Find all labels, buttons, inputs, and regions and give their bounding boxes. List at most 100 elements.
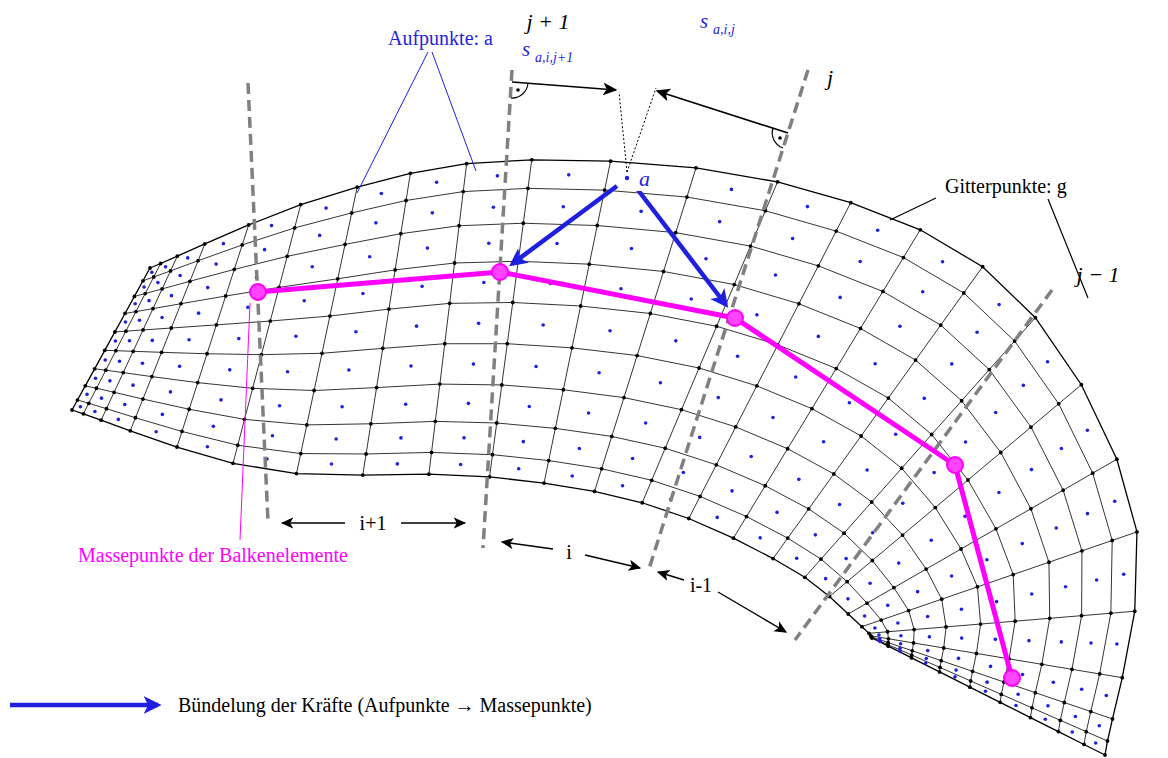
load-point <box>286 370 290 374</box>
load-point <box>219 398 223 402</box>
load-point <box>897 561 901 565</box>
grid-point <box>940 597 944 601</box>
grid-point <box>910 656 914 660</box>
grid-point <box>500 383 504 387</box>
load-point <box>659 381 663 385</box>
load-point <box>758 536 762 540</box>
grid-point <box>732 283 736 287</box>
section-label: j <box>827 66 833 90</box>
load-point <box>749 455 753 459</box>
load-point <box>865 468 869 472</box>
load-point <box>730 188 734 192</box>
grid-point <box>123 312 127 316</box>
grid-point <box>187 407 191 411</box>
grid-point <box>188 279 192 283</box>
grid-point <box>771 557 775 561</box>
grid-point <box>1029 507 1033 511</box>
load-point <box>795 556 799 560</box>
load-point <box>932 471 936 475</box>
load-point <box>1030 592 1034 596</box>
grid-point <box>81 412 85 416</box>
load-point <box>270 224 274 228</box>
load-point <box>964 440 968 444</box>
grid-point <box>443 342 447 346</box>
load-point <box>79 405 83 409</box>
grid-point <box>910 649 914 653</box>
load-point <box>1080 688 1084 692</box>
load-point <box>876 228 880 232</box>
load-point <box>1014 704 1018 708</box>
grid-point <box>810 407 814 411</box>
load-point <box>380 192 384 196</box>
load-point <box>1089 641 1093 645</box>
grid-point <box>83 384 87 388</box>
load-point <box>133 302 137 306</box>
load-point <box>814 533 818 537</box>
callout-label: Massepunkte der Balkenelemente <box>78 544 348 566</box>
grid-point <box>404 199 408 203</box>
grid-point <box>860 625 864 629</box>
grid-point <box>1089 710 1093 714</box>
mesh-line <box>829 385 1081 597</box>
load-point <box>924 657 928 661</box>
grid-point <box>240 243 244 247</box>
load-point <box>578 447 582 451</box>
load-point <box>237 337 241 341</box>
grid-point <box>247 223 251 227</box>
load-point <box>994 411 998 415</box>
grid-point <box>361 473 365 477</box>
load-point <box>206 286 210 290</box>
width-arrow <box>282 522 345 523</box>
grid-point <box>587 262 591 266</box>
grid-point <box>981 265 985 269</box>
grid-point <box>521 221 525 225</box>
grid-point <box>969 679 973 683</box>
load-point <box>1122 572 1126 576</box>
leader-line <box>432 52 476 171</box>
width-arrow <box>401 522 465 523</box>
grid-point <box>175 254 179 258</box>
load-point <box>368 255 372 259</box>
load-point <box>928 635 932 639</box>
mesh <box>70 158 1139 757</box>
load-point <box>487 242 491 246</box>
load-point <box>1097 724 1101 728</box>
grid-point <box>224 294 228 298</box>
grid-point <box>491 453 495 457</box>
grid-point <box>595 224 599 228</box>
load-point <box>228 368 232 372</box>
grid-point <box>745 515 749 519</box>
load-point <box>716 396 720 400</box>
load-point <box>997 491 1001 495</box>
grid-point <box>939 659 943 663</box>
grid-point <box>453 261 457 265</box>
grid-point <box>845 580 849 584</box>
grid-point <box>912 641 916 645</box>
load-point <box>409 364 413 368</box>
mesh-line <box>95 369 946 672</box>
grid-point <box>355 185 359 189</box>
grid-point <box>966 478 970 482</box>
grid-point <box>1062 701 1066 705</box>
load-point <box>123 403 127 407</box>
grid-point <box>610 435 614 439</box>
load-point <box>477 322 481 326</box>
load-point <box>435 180 439 184</box>
leader-line <box>240 303 250 540</box>
load-point <box>186 256 190 260</box>
load-point <box>187 338 191 342</box>
grid-point <box>1070 667 1074 671</box>
load-point <box>1094 741 1098 745</box>
grid-point <box>938 666 942 670</box>
mesh-line <box>296 187 357 473</box>
grid-point <box>999 692 1003 696</box>
load-point <box>619 287 623 291</box>
grid-point <box>285 254 289 258</box>
load-point <box>953 675 957 679</box>
load-point <box>886 604 890 608</box>
grid-point <box>399 232 403 236</box>
load-point <box>630 247 634 251</box>
load-point <box>1021 673 1025 677</box>
right-angle-dot <box>516 88 520 92</box>
mesh-line <box>805 318 1036 578</box>
